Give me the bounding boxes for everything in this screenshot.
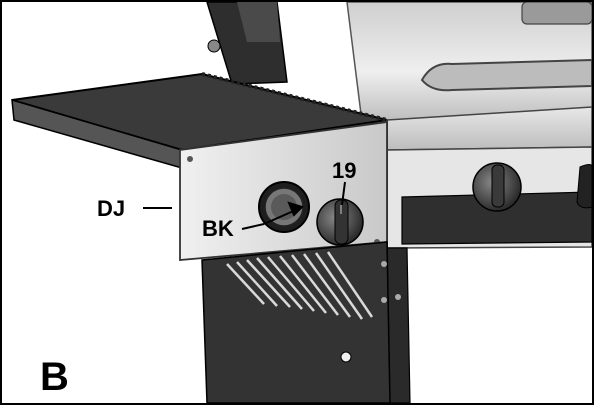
main-knob-2 — [576, 164, 592, 209]
lid-handle — [420, 58, 592, 92]
grill-body — [386, 106, 592, 249]
leader-bk — [241, 223, 265, 230]
panel-letter: B — [40, 355, 69, 399]
main-knob-1 — [472, 162, 522, 212]
callout-leaders — [143, 181, 346, 230]
cabinet — [201, 241, 391, 403]
leader-bk-arrowhead — [287, 201, 304, 217]
callout-bk-label: BK — [202, 216, 234, 241]
callout-dj-label: DJ — [97, 196, 125, 221]
brand-plate — [521, 2, 592, 25]
grill-knob-icon — [316, 198, 364, 246]
grill-lid — [346, 2, 592, 143]
callout-19-label: 19 — [332, 158, 356, 183]
lower-panel — [401, 191, 592, 245]
side-burner-lid — [206, 2, 288, 85]
cabinet-hole — [340, 351, 352, 363]
right-leg — [386, 247, 411, 403]
leader-19 — [341, 181, 346, 206]
vent-slots — [226, 251, 374, 320]
hinge-bolt — [207, 39, 221, 53]
